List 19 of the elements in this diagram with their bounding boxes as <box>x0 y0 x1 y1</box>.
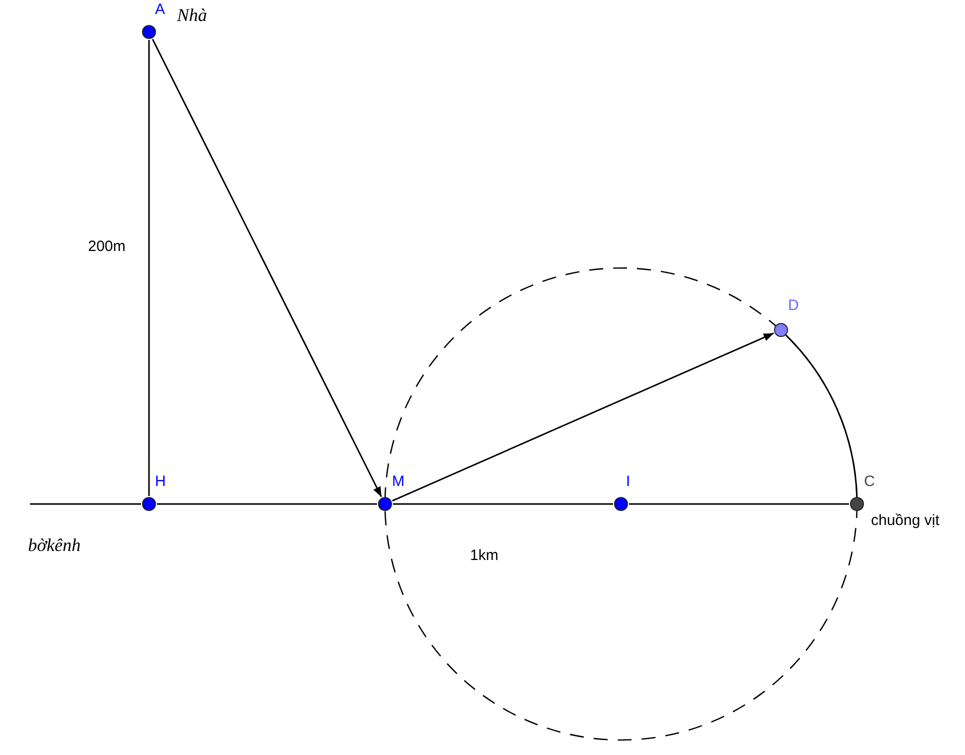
arc <box>785 334 858 498</box>
point-caption: Nhà <box>177 6 208 24</box>
dimension-label: 1km <box>470 547 498 565</box>
point-label: A <box>155 2 166 18</box>
arrow <box>392 332 774 502</box>
point-label: M <box>392 474 404 490</box>
line-segment <box>30 503 141 505</box>
line-segment <box>393 503 613 505</box>
point-label: I <box>626 474 630 490</box>
line-segment <box>148 40 150 496</box>
dimension-label: 200m <box>88 238 126 256</box>
arrow <box>152 38 382 498</box>
point-label: D <box>788 298 799 314</box>
point-label: C <box>864 474 875 490</box>
annotation-text: bờkênh <box>28 536 81 554</box>
point-label: H <box>155 474 166 490</box>
line-segment <box>629 503 849 505</box>
point-caption: chuồng vịt <box>871 512 940 530</box>
line-segment <box>157 503 377 505</box>
